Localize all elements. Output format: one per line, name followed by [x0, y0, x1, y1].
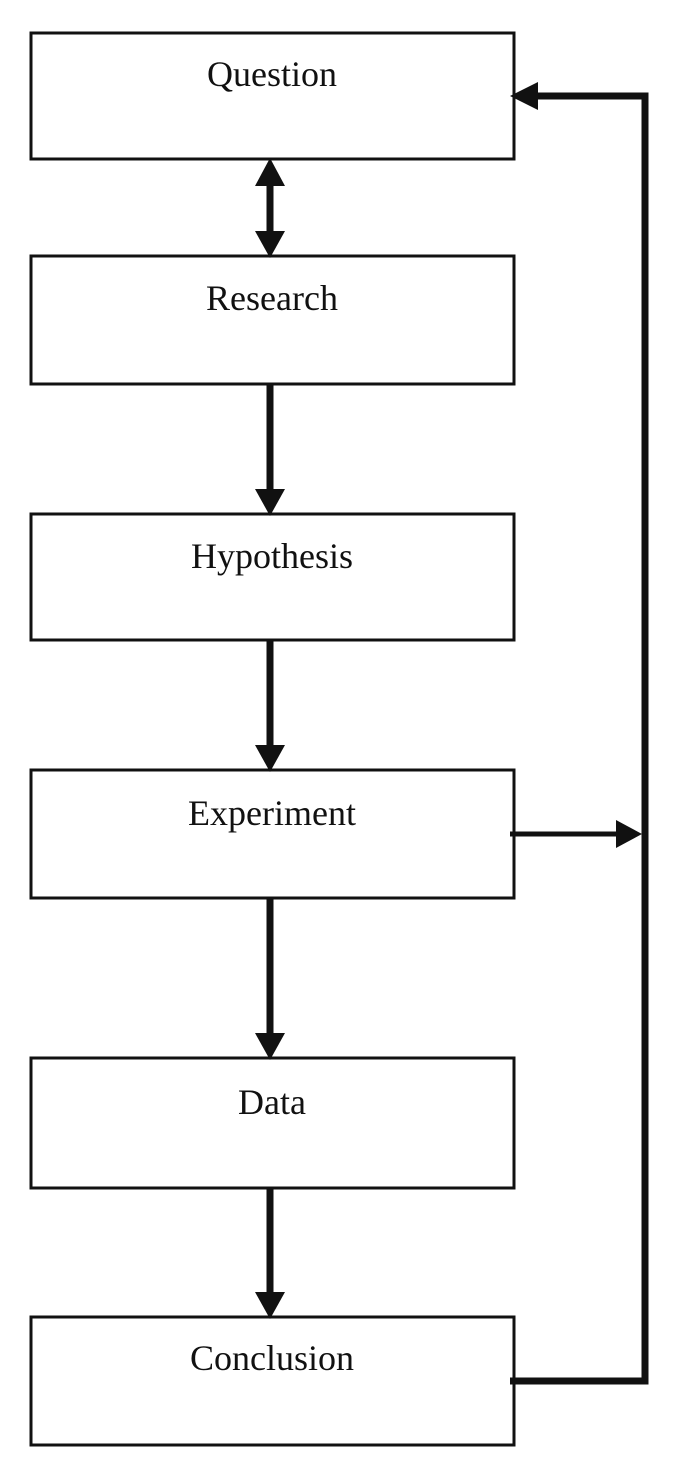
node-conclusion-label: Conclusion: [190, 1338, 354, 1378]
node-research-label: Research: [206, 278, 338, 318]
node-research: Research: [29, 254, 516, 386]
arrowhead-down-icon: [255, 231, 285, 258]
edge-data-conclusion: [255, 1188, 285, 1319]
node-experiment-box: [29, 768, 516, 900]
arrowhead-down-icon: [255, 489, 285, 516]
node-question-box: [29, 31, 516, 161]
node-conclusion-box: [29, 1315, 516, 1447]
edge-hypothesis-experiment: [255, 640, 285, 772]
feedback-loop-line: [510, 92, 649, 1385]
arrowhead-down-icon: [255, 1292, 285, 1319]
node-data-label: Data: [238, 1082, 306, 1122]
edge-research-hypothesis: [255, 384, 285, 516]
arrowhead-down-icon: [255, 1033, 285, 1060]
arrowhead-up-icon: [255, 158, 285, 186]
node-question: Question: [29, 31, 516, 161]
node-hypothesis-box: [29, 512, 516, 642]
node-research-box: [29, 254, 516, 386]
arrowhead-left-icon: [510, 82, 538, 110]
edge-question-research: [255, 158, 285, 258]
node-experiment-label: Experiment: [188, 793, 356, 833]
edge-experiment-data: [255, 898, 285, 1060]
node-conclusion: Conclusion: [29, 1315, 516, 1447]
node-experiment: Experiment: [29, 768, 516, 900]
node-question-label: Question: [207, 54, 337, 94]
edge-feedback-loop: [510, 82, 649, 1385]
arrowhead-right-icon: [616, 820, 642, 848]
node-hypothesis-label: Hypothesis: [191, 536, 353, 576]
node-data: Data: [29, 1056, 516, 1190]
node-data-box: [29, 1056, 516, 1190]
arrowhead-down-icon: [255, 745, 285, 772]
node-hypothesis: Hypothesis: [29, 512, 516, 642]
edge-experiment-loop: [510, 820, 642, 848]
